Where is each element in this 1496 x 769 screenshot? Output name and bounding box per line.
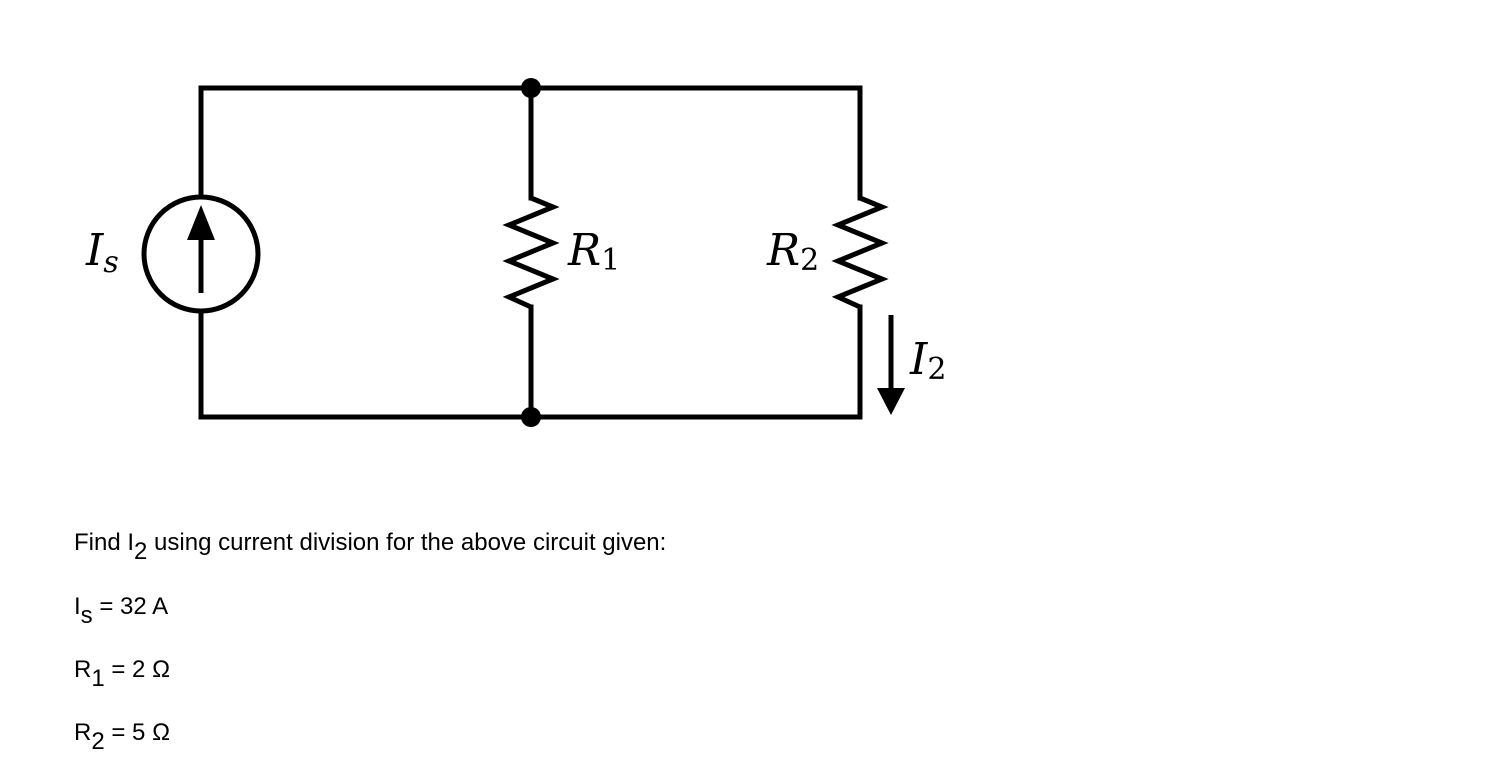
label-r2-sub: 2 xyxy=(800,243,819,278)
bottom-junction-node xyxy=(521,407,541,427)
label-is-main: I xyxy=(85,225,105,276)
given-is: Is = 32 A xyxy=(74,593,169,628)
given-is-value: = 32 A xyxy=(92,593,169,620)
top-junction-node xyxy=(521,78,541,98)
label-i2: I2 xyxy=(909,334,946,387)
current-source xyxy=(141,194,261,314)
question-sub: 2 xyxy=(134,538,148,565)
given-r2: R2 = 5 Ω xyxy=(74,719,171,754)
i2-arrowhead xyxy=(877,388,905,415)
label-is: Is xyxy=(85,225,119,280)
resistor-r1 xyxy=(502,195,560,310)
question-text: Find I2 using current division for the a… xyxy=(74,529,667,564)
label-i2-main: I xyxy=(909,334,929,385)
label-r1-sub: 1 xyxy=(601,243,620,278)
label-is-sub: s xyxy=(103,245,118,280)
label-r2-main: R xyxy=(766,225,800,276)
i2-current-arrow xyxy=(877,315,905,415)
label-r1-main: R xyxy=(567,225,601,276)
given-r1-sub: 1 xyxy=(91,665,105,692)
given-is-symbol: I xyxy=(74,593,81,620)
current-source-arrowhead xyxy=(187,205,215,240)
given-is-sub: s xyxy=(80,602,93,629)
label-r2: R2 xyxy=(766,225,819,278)
circuit-diagram: Is R1 R2 I2 xyxy=(85,78,946,427)
given-r2-symbol: R xyxy=(74,719,92,746)
given-r1: R1 = 2 Ω xyxy=(74,656,171,691)
question-prefix: Find I xyxy=(74,529,135,556)
resistor-r2 xyxy=(831,195,889,310)
question-suffix: using current division for the above cir… xyxy=(147,529,667,556)
given-r1-symbol: R xyxy=(74,656,92,683)
current-source-circle xyxy=(141,194,261,314)
given-r2-sub: 2 xyxy=(91,728,105,755)
label-i2-sub: 2 xyxy=(927,352,946,387)
given-r1-value: = 2 Ω xyxy=(104,656,171,683)
given-r2-value: = 5 Ω xyxy=(104,719,171,746)
label-r1: R1 xyxy=(567,225,620,278)
